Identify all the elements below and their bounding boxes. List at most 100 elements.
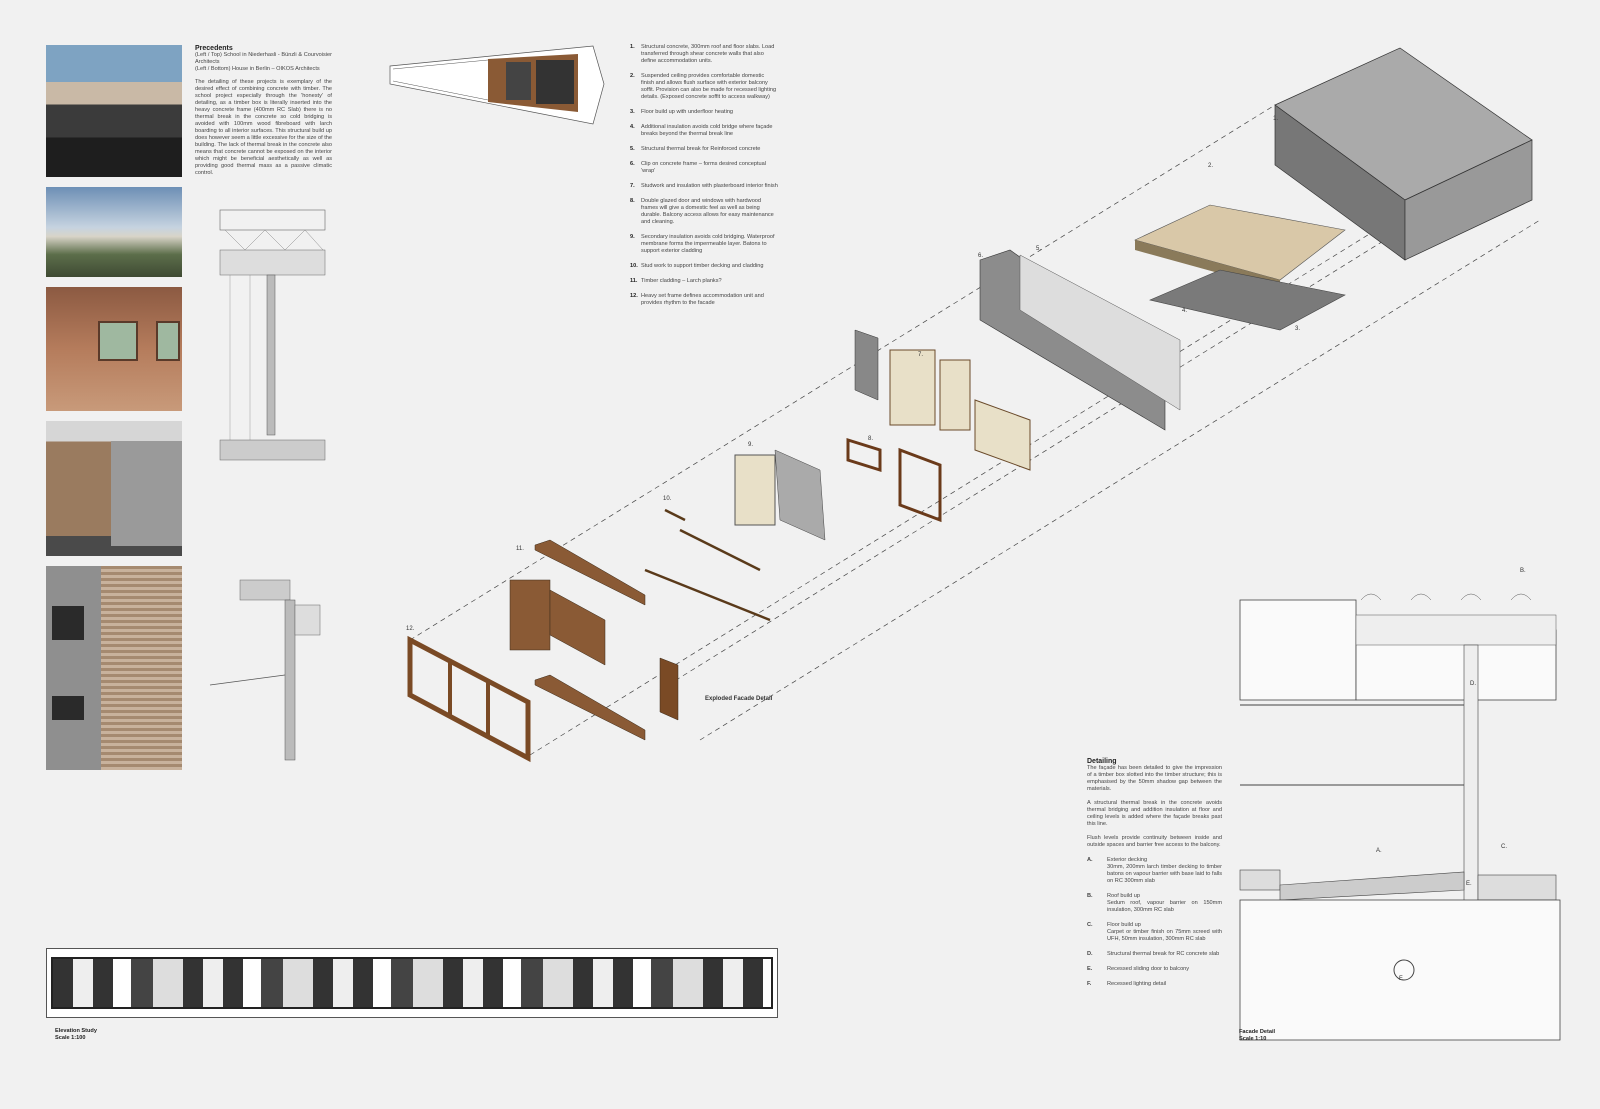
note-item: 8. Double glazed door and windows with ha…	[630, 198, 778, 226]
note-number: 12.	[630, 293, 638, 299]
decking-studs	[644, 508, 771, 622]
elevation-title: Elevation Study	[55, 1028, 97, 1034]
note-text: Stud work to support timber decking and …	[641, 263, 764, 269]
photo-school-facade	[46, 45, 182, 177]
diagram-label-7: 7.	[918, 352, 923, 358]
projection-lines	[409, 104, 1540, 756]
note-item: 4. Additional insulation avoids cold brid…	[630, 124, 778, 138]
note-item: 3. Floor build up with underfloor heating	[630, 109, 778, 116]
section-label-f: F.	[1399, 976, 1404, 982]
legend-text: Recessed lighting detail	[1107, 981, 1167, 987]
legend-text: 30mm, 200mm larch timber decking to timb…	[1107, 864, 1222, 884]
note-number: 4.	[630, 124, 635, 130]
window-frames	[846, 437, 942, 523]
note-item: 10.Stud work to support timber decking a…	[630, 263, 778, 270]
note-number: 5.	[630, 146, 635, 152]
legend-item: F.Recessed lighting detail	[1087, 981, 1222, 988]
legend-key: D.	[1087, 951, 1093, 957]
note-number: 2.	[630, 73, 635, 79]
note-text: Clip on concrete frame – forms desired c…	[641, 161, 766, 174]
diagram-label-2: 2.	[1208, 163, 1213, 169]
photo-berlin-facade	[46, 566, 182, 770]
facade-detail-caption: Facade Detail Scale 1:10	[1239, 1029, 1275, 1043]
note-text: Floor build up with underfloor heating	[641, 109, 734, 115]
diagram-label-6: 6.	[978, 253, 983, 259]
diagram-label-8: 8.	[868, 436, 873, 442]
studwork-wall	[854, 329, 1031, 471]
legend-title: Roof build up	[1107, 893, 1140, 899]
photo-berlin-house	[46, 421, 182, 556]
legend-text: Recessed sliding door to balcony	[1107, 966, 1190, 972]
note-item: 11.Timber cladding – Larch planks?	[630, 278, 778, 285]
facade-detail-title: Facade Detail	[1239, 1029, 1276, 1035]
note-item: 5. Structural thermal break for Reinforce…	[630, 146, 778, 153]
note-text: Structural thermal break for Reinforced …	[641, 146, 761, 152]
note-text: Additional insulation avoids cold bridge…	[641, 124, 773, 137]
timber-cladding	[509, 539, 679, 741]
diagram-label-9: 9.	[748, 442, 753, 448]
note-text: Suspended ceiling provides comfortable d…	[641, 73, 777, 100]
note-number: 7.	[630, 183, 635, 189]
precedents-body: The detailing of these projects is exemp…	[195, 79, 332, 176]
diagram-label-12: 12.	[406, 626, 415, 632]
photo-school-exterior	[46, 187, 182, 277]
note-item: 6. Clip on concrete frame – forms desired…	[630, 161, 778, 175]
legend-title: Exterior decking	[1107, 857, 1148, 863]
perspective-strip	[389, 45, 605, 125]
note-text: Timber cladding – Larch planks?	[641, 278, 722, 284]
notes-list: 1.Structural concrete, 300mm roof and fl…	[630, 44, 778, 315]
precedent-section-drawing-2	[209, 579, 321, 761]
exploded-caption: Exploded Facade Detail	[705, 696, 773, 702]
detailing-p1: The façade has been detailed to give the…	[1087, 765, 1222, 792]
detailing-text: Detailing The façade has been detailed t…	[1087, 758, 1222, 988]
legend-key: B.	[1087, 893, 1093, 899]
note-number: 6.	[630, 161, 635, 167]
diagram-label-5: 5.	[1036, 246, 1041, 252]
diagram-label-11: 11.	[516, 546, 524, 552]
precedents-credit-2: (Left / Bottom) House in Berlin – OIKOS …	[195, 66, 320, 72]
note-number: 10.	[630, 263, 638, 269]
diagram-label-3: 3.	[1295, 326, 1300, 332]
precedents-text: Precedents (Left / Top) School in Nieder…	[195, 45, 332, 177]
legend-item: E. Recessed sliding door to balcony	[1087, 966, 1222, 973]
note-number: 8.	[630, 198, 635, 204]
diagram-label-4: 4.	[1182, 308, 1187, 314]
note-text: Secondary insulation avoids cold bridgin…	[641, 234, 775, 254]
legend-text: Sedum roof, vapour barrier on 150mm insu…	[1107, 900, 1222, 913]
note-number: 3.	[630, 109, 635, 115]
detailing-p3: Flush levels provide continuity between …	[1087, 835, 1222, 848]
detailing-title: Detailing	[1087, 758, 1117, 765]
precedents-credit-1: (Left / Top) School in Niederhasli - Bün…	[195, 52, 332, 65]
section-label-c: C.	[1501, 844, 1507, 850]
note-item: 1.Structural concrete, 300mm roof and fl…	[630, 44, 778, 65]
legend-key: A.	[1087, 857, 1093, 863]
legend-key: E.	[1087, 966, 1093, 972]
note-text: Studwork and insulation with plasterboar…	[641, 183, 778, 189]
concrete-frame	[979, 249, 1181, 431]
note-text: Structural concrete, 300mm roof and floo…	[641, 44, 775, 64]
legend-key: C.	[1087, 922, 1093, 928]
legend-item: D. Structural thermal break for RC concre…	[1087, 951, 1222, 958]
photo-school-interior	[46, 287, 182, 411]
diagram-label-10: 10.	[663, 496, 672, 502]
note-item: 7. Studwork and insulation with plasterbo…	[630, 183, 778, 190]
section-label-a: A.	[1376, 848, 1382, 854]
detailing-p2: A structural thermal break in the concre…	[1087, 800, 1222, 827]
ceiling-and-floor-layers	[1134, 204, 1346, 331]
section-label-d: D.	[1470, 681, 1476, 687]
section-label-b: B.	[1520, 568, 1526, 574]
note-text: Heavy set frame defines accommodation un…	[641, 293, 764, 306]
section-label-e: E.	[1466, 881, 1472, 887]
concrete-box	[1274, 47, 1533, 261]
legend-text: Carpet or timber finish on 75mm screed w…	[1107, 929, 1222, 942]
note-item: 2. Suspended ceiling provides comfortable…	[630, 73, 778, 101]
note-text: Double glazed door and windows with hard…	[641, 198, 774, 225]
insulation-battens	[734, 449, 826, 541]
note-number: 9.	[630, 234, 635, 240]
legend-text: Structural thermal break for RC concrete…	[1107, 951, 1220, 957]
note-number: 11.	[630, 278, 638, 284]
